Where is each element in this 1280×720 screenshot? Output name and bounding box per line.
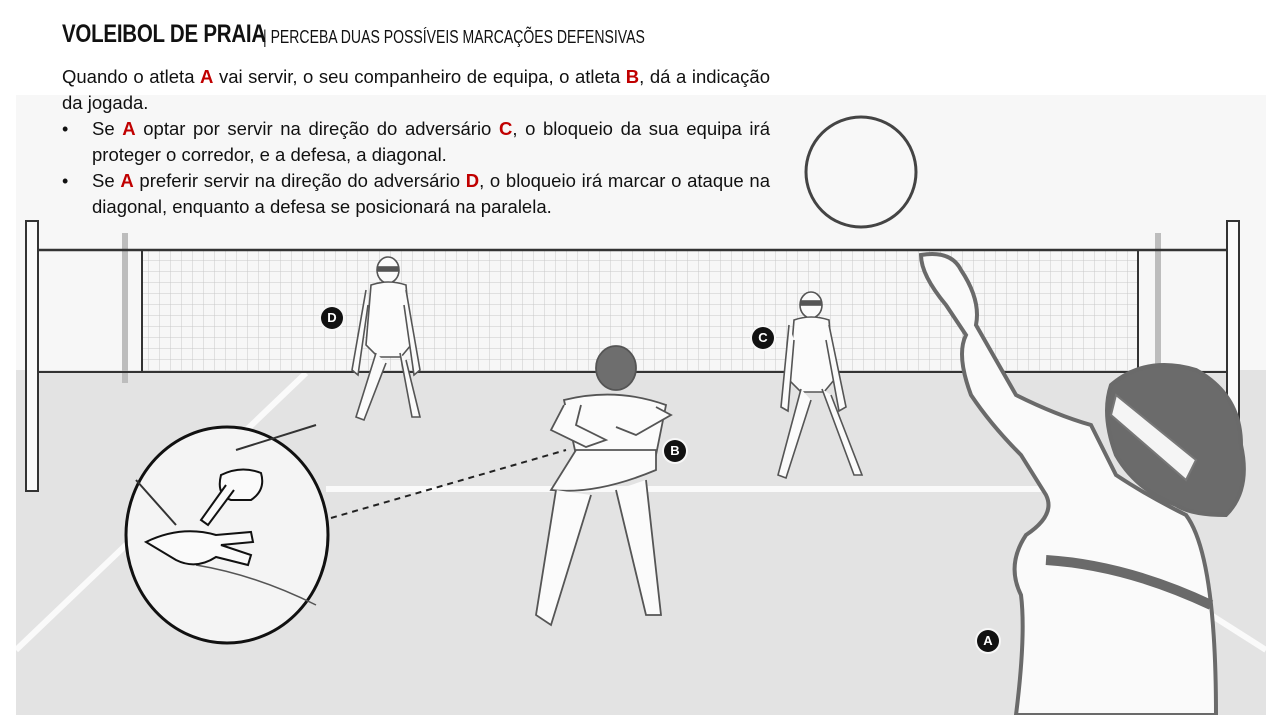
slide-title: VOLEIBOL DE PRAIA <box>62 20 266 48</box>
player-c <box>777 291 864 480</box>
athlete-a-ref: A <box>122 118 136 139</box>
title-separator: | <box>263 27 267 47</box>
slide-header: VOLEIBOL DE PRAIA | PERCEBA DUAS POSSÍVE… <box>62 20 962 54</box>
label-a-badge: A <box>977 630 999 652</box>
net-antenna-left <box>122 233 128 383</box>
strategy-list: Se A optar por servir na direção do adve… <box>62 116 770 220</box>
label-b-badge: B <box>664 440 686 462</box>
player-d <box>351 256 422 422</box>
slide-subtitle: PERCEBA DUAS POSSÍVEIS MARCAÇÕES DEFENSI… <box>270 27 645 47</box>
inset-connector-line <box>330 449 567 519</box>
label-c-badge: C <box>752 327 774 349</box>
intro-paragraph: Quando o atleta A vai servir, o seu comp… <box>62 66 770 113</box>
athlete-a-ref: A <box>120 170 134 191</box>
athlete-a-ref: A <box>200 66 214 87</box>
net-post-left <box>25 220 39 492</box>
player-b <box>535 345 673 627</box>
strategy-item-d: Se A preferir servir na direção do adver… <box>62 168 770 220</box>
court-side-line-right <box>1209 612 1266 653</box>
player-a <box>918 252 1246 715</box>
court-scene <box>16 115 1266 715</box>
volleyball <box>804 115 918 229</box>
label-d-badge: D <box>321 307 343 329</box>
net-antenna-right <box>1155 233 1161 383</box>
opponent-c-ref: C <box>498 118 513 139</box>
opponent-d-ref: D <box>465 170 480 191</box>
slide-subtitle-group: | PERCEBA DUAS POSSÍVEIS MARCAÇÕES DEFEN… <box>263 27 645 48</box>
athlete-b-ref: B <box>625 66 640 87</box>
strategy-item-c: Se A optar por servir na direção do adve… <box>62 116 770 168</box>
explanation-text: Quando o atleta A vai servir, o seu comp… <box>62 64 770 220</box>
hand-signal-inset <box>124 424 330 645</box>
